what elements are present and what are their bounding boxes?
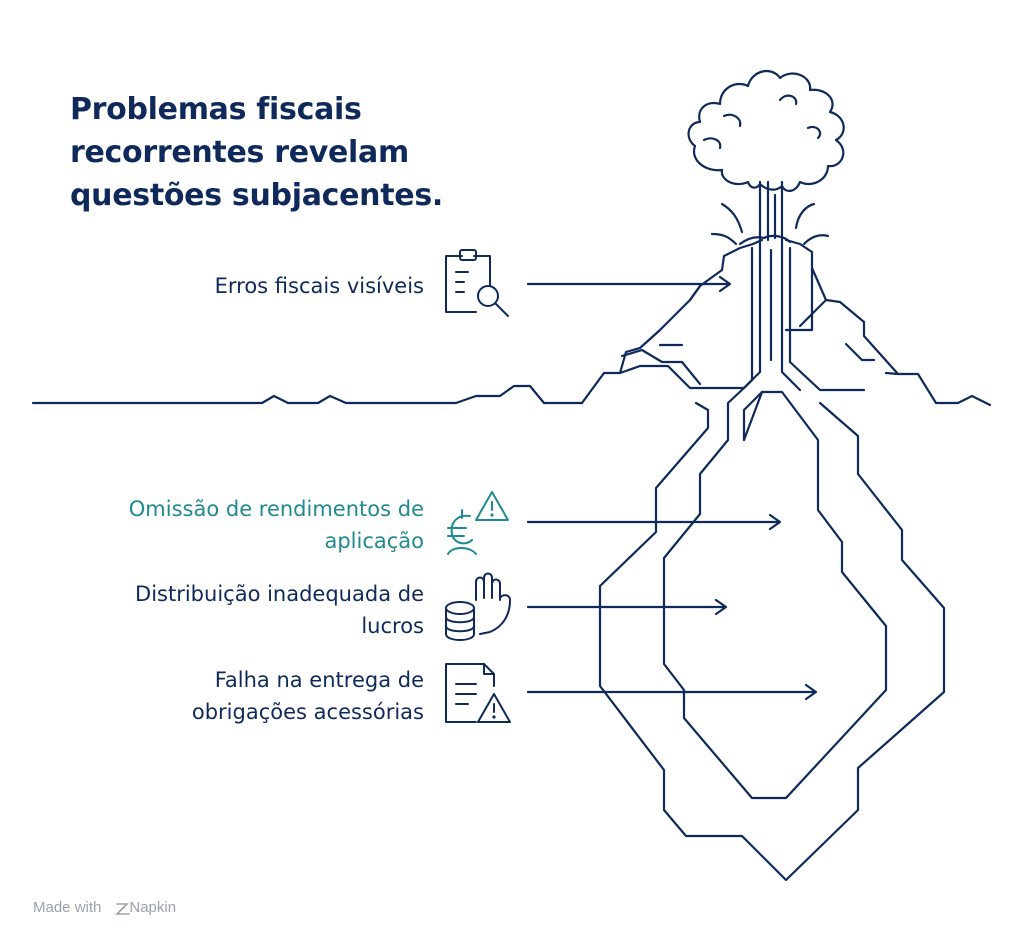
label-obligations-failure: Falha na entrega de obrigações acessória… [191,668,424,724]
root-outer [598,401,946,882]
document-warning-icon [445,663,511,723]
arrow-income-omission [526,513,782,531]
arrow-visible-errors [526,275,732,293]
arrow-obligations-failure [526,683,818,701]
diagram-title: Problemas fiscais recorrentes revelam qu… [70,92,443,213]
root-inner [662,386,888,800]
napkin-logo-icon [115,903,130,915]
volcano-left [580,238,764,405]
footer-brand: Napkin [129,899,177,916]
eruption-cloud [687,69,845,192]
volcano-right [784,238,938,405]
label-profit-distribution: Distribuição inadequada de lucros [135,582,424,638]
ground-line [31,384,584,405]
footer-made-with: Made with [33,899,102,916]
coins-hand-icon [445,572,511,641]
arrow-profit-distribution [526,598,728,616]
euro-warning-icon [447,491,509,555]
clipboard-search-icon [445,249,509,317]
label-visible-errors: Erros fiscais visíveis [214,274,424,298]
label-income-omission: Omissão de rendimentos de aplicação [128,497,424,553]
footer-credit: Made with Napkin [33,899,176,916]
